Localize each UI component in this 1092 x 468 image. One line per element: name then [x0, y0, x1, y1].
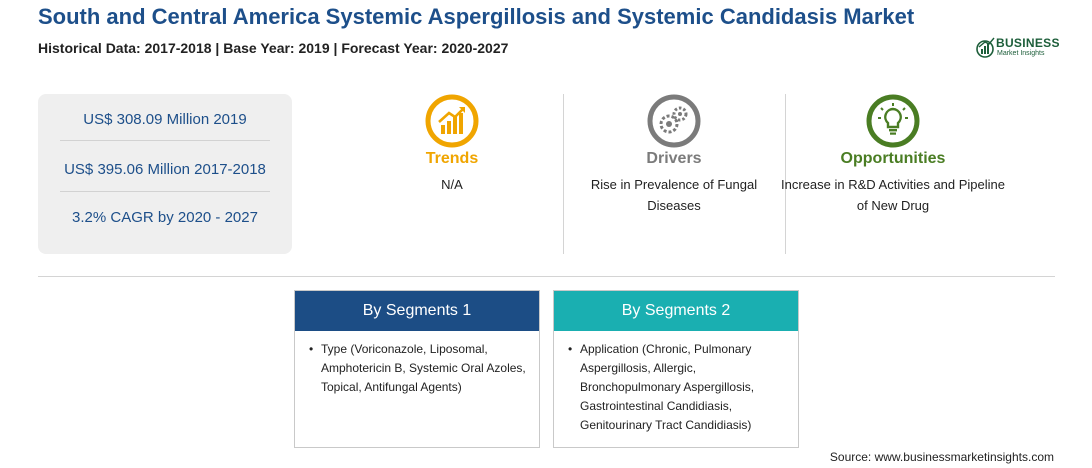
segment-2-heading: By Segments 2 [554, 291, 798, 331]
stat-divider [60, 191, 270, 192]
trends-column: Trends N/A [347, 94, 557, 195]
stat-divider [60, 140, 270, 141]
page-subtitle: Historical Data: 2017-2018 | Base Year: … [38, 40, 509, 56]
stat-market-value-2017-2018: US$ 395.06 Million 2017-2018 [64, 161, 266, 178]
stat-market-value-2019: US$ 308.09 Million 2019 [83, 111, 247, 128]
segment-1-text: Type (Voriconazole, Liposomal, Amphoteri… [321, 342, 526, 394]
logo-globe-icon [976, 37, 995, 58]
segment-2-text: Application (Chronic, Pulmonary Aspergil… [580, 342, 755, 432]
bullet-marker: • [309, 342, 314, 356]
page-title: South and Central America Systemic Asper… [38, 4, 915, 29]
lightbulb-icon [866, 94, 920, 148]
segment-1-card: By Segments 1 • Type (Voriconazole, Lipo… [294, 290, 540, 448]
drivers-heading: Drivers [646, 150, 702, 167]
opportunities-column: Opportunities Increase in R&D Activities… [781, 94, 1005, 216]
gears-icon [647, 94, 701, 148]
segment-2-card: By Segments 2 • Application (Chronic, Pu… [553, 290, 799, 448]
drivers-text: Rise in Prevalence of Fungal Diseases [590, 177, 758, 213]
opportunities-text: Increase in R&D Activities and Pipeline … [781, 177, 1006, 213]
drivers-column: Drivers Rise in Prevalence of Fungal Dis… [569, 94, 779, 216]
section-divider [38, 276, 1055, 277]
source-link[interactable]: Source: www.businessmarketinsights.com [829, 450, 1054, 464]
column-divider [563, 94, 564, 254]
logo-tagline: Market Insights [997, 50, 1045, 57]
trends-heading: Trends [425, 150, 479, 167]
business-market-insights-logo: BUSINESS Market Insights [976, 36, 1066, 60]
stat-cagr: 3.2% CAGR by 2020 - 2027 [72, 209, 258, 226]
segment-1-body: • Type (Voriconazole, Liposomal, Amphote… [295, 331, 539, 397]
market-stats-panel: US$ 308.09 Million 2019 US$ 395.06 Milli… [38, 94, 292, 254]
opportunities-heading: Opportunities [840, 150, 946, 167]
column-divider [785, 94, 786, 254]
logo-wordmark: BUSINESS [996, 36, 1060, 50]
trends-text: N/A [441, 177, 463, 192]
bullet-marker: • [568, 342, 573, 356]
segment-2-body: • Application (Chronic, Pulmonary Asperg… [554, 331, 798, 435]
trend-chart-icon [425, 94, 479, 148]
segment-1-heading: By Segments 1 [295, 291, 539, 331]
